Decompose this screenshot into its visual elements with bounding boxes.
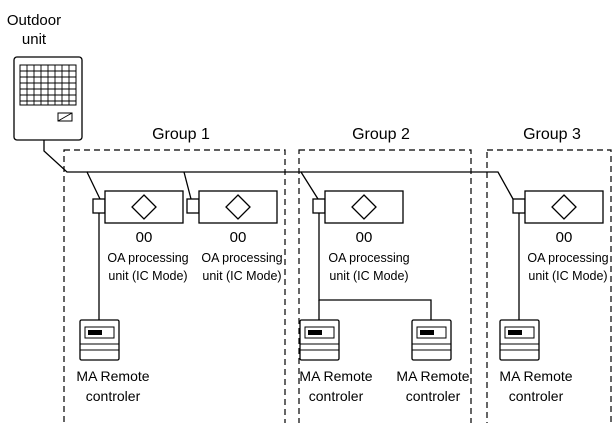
ma-remote-3-label-line2: controler [406,388,461,404]
group-2-boundary [298,149,472,423]
oa-unit-3-label-line2: unit (IC Mode) [329,269,408,283]
outdoor-unit-label-line1: Outdoor [7,12,61,29]
ma-remote-2-label-line2: controler [309,388,364,404]
oa-unit-4-address: 00 [556,229,573,246]
remote-wiring [98,213,520,320]
oa-unit-4 [512,190,604,224]
oa-unit-2 [186,190,278,224]
group-1-boundary [63,149,286,423]
oa-unit-2-label-line1: OA processing [201,251,282,265]
transmission-line [43,140,514,200]
ma-remote-3-label-line1: MA Remote [396,368,469,384]
group-2-label: Group 2 [352,126,410,143]
ma-remote-4-label-line1: MA Remote [499,368,572,384]
ma-remote-4 [499,319,540,361]
oa-unit-1-label-line2: unit (IC Mode) [108,269,187,283]
group-3-label: Group 3 [523,126,581,143]
oa-unit-3 [312,190,404,224]
oa-unit-4-label-line1: OA processing [527,251,608,265]
ma-remote-1-label-line2: controler [86,388,141,404]
oa-unit-2-label-line2: unit (IC Mode) [202,269,281,283]
oa-unit-3-address: 00 [356,229,373,246]
oa-unit-1-label-line1: OA processing [107,251,188,265]
oa-unit-3-label-line1: OA processing [328,251,409,265]
ma-remote-1 [79,319,120,361]
ma-remote-4-label-line2: controler [509,388,564,404]
outdoor-unit-label-line2: unit [22,31,47,48]
oa-unit-1 [92,190,184,224]
ma-remote-2 [299,319,340,361]
group-3-boundary [486,149,612,423]
outdoor-unit [13,56,83,141]
oa-unit-4-label-line2: unit (IC Mode) [528,269,607,283]
ma-remote-3 [411,319,452,361]
oa-unit-2-address: 00 [230,229,247,246]
ma-remote-1-label-line1: MA Remote [76,368,149,384]
ma-remote-2-label-line1: MA Remote [299,368,372,384]
group-1-label: Group 1 [152,126,210,143]
oa-unit-1-address: 00 [136,229,153,246]
